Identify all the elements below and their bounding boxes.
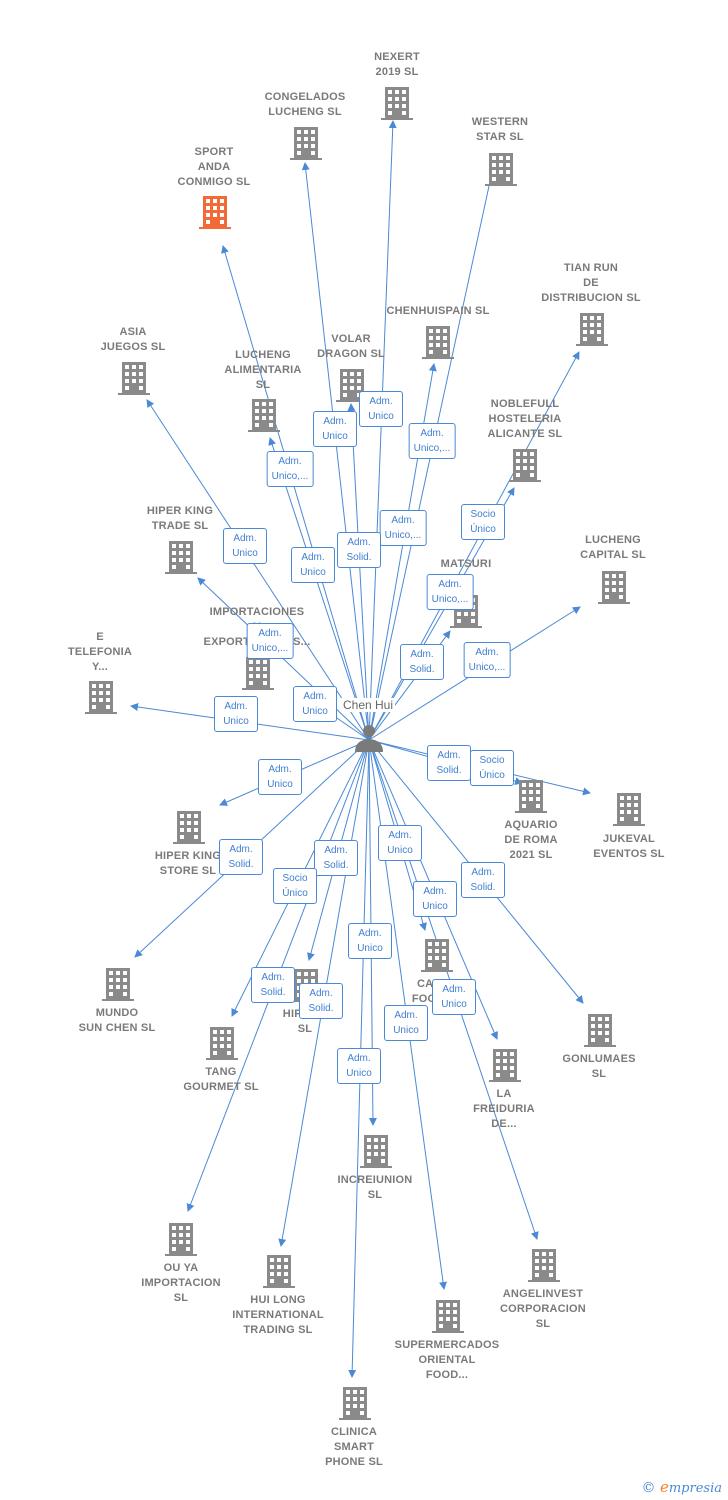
empresia-copyright: © empresia bbox=[642, 1478, 722, 1496]
building-icon[interactable] bbox=[360, 1135, 392, 1168]
building-icon[interactable] bbox=[339, 1387, 371, 1420]
company-label[interactable]: VOLAR DRAGON SL bbox=[317, 333, 385, 360]
company-label[interactable]: HIPER KING TRADE SL bbox=[146, 505, 214, 532]
building-icon[interactable] bbox=[248, 399, 280, 432]
relation-label: Adm. Solid. bbox=[427, 745, 471, 781]
building-icon[interactable] bbox=[102, 968, 134, 1001]
company-label[interactable]: WESTERN STAR SL bbox=[471, 116, 529, 143]
edge-line bbox=[368, 120, 397, 741]
company-label[interactable]: GONLUMAES SL bbox=[562, 1053, 636, 1080]
company-label[interactable]: TIAN RUN DE DISTRIBUCION SL bbox=[541, 262, 641, 304]
building-icon[interactable] bbox=[290, 127, 322, 160]
building-icon[interactable] bbox=[85, 681, 117, 714]
company-label[interactable]: LUCHENG ALIMENTARIA SL bbox=[224, 349, 302, 391]
building-icon[interactable] bbox=[206, 1027, 238, 1060]
company-label[interactable]: TANG GOURMET SL bbox=[183, 1066, 259, 1093]
relation-label: Adm. Solid. bbox=[314, 840, 358, 876]
company-label[interactable]: CHENHUISPAIN SL bbox=[386, 305, 490, 317]
edge-line bbox=[268, 437, 370, 741]
relation-label: Adm. Unico,... bbox=[426, 574, 474, 610]
building-icon[interactable] bbox=[242, 657, 274, 690]
relation-label: Socio Único bbox=[461, 504, 505, 540]
company-label[interactable]: AQUARIO DE ROMA 2021 SL bbox=[504, 819, 558, 861]
building-icon[interactable] bbox=[528, 1249, 560, 1282]
copyright-symbol: © bbox=[641, 1480, 656, 1496]
building-icon[interactable] bbox=[173, 811, 205, 844]
center-person-label[interactable]: Chen Hui bbox=[340, 698, 396, 712]
empresia-logo[interactable]: empresia bbox=[659, 1478, 722, 1496]
relation-label: Adm. Solid. bbox=[251, 967, 295, 1003]
relation-label: Socio Único bbox=[273, 868, 317, 904]
relation-label: Adm. Solid. bbox=[461, 862, 505, 898]
building-icon[interactable] bbox=[598, 571, 630, 604]
company-label[interactable]: CLINICA SMART PHONE SL bbox=[325, 1426, 383, 1468]
relation-label: Adm. Unico bbox=[432, 979, 476, 1015]
company-label[interactable]: INCREIUNION SL bbox=[337, 1174, 413, 1201]
relation-label: Adm. Solid. bbox=[219, 839, 263, 875]
building-icon[interactable] bbox=[165, 1223, 197, 1256]
building-icon[interactable] bbox=[509, 449, 541, 482]
building-icon[interactable] bbox=[515, 780, 547, 813]
company-label[interactable]: ANGELINVEST CORPORACION SL bbox=[500, 1288, 586, 1330]
company-label[interactable]: LUCHENG CAPITAL SL bbox=[580, 534, 646, 561]
relation-label: Adm. Unico,... bbox=[408, 423, 456, 459]
company-label[interactable]: JUKEVAL EVENTOS SL bbox=[593, 833, 665, 860]
company-label[interactable]: E TELEFONIA Y... bbox=[67, 631, 133, 673]
relation-label: Adm. Unico bbox=[291, 547, 335, 583]
relation-label: Adm. Unico bbox=[378, 825, 422, 861]
edge-line bbox=[221, 245, 370, 741]
edge-line bbox=[197, 577, 370, 741]
building-icon[interactable] bbox=[199, 196, 231, 229]
relation-label: Adm. Solid. bbox=[400, 644, 444, 680]
edge-line bbox=[146, 399, 370, 741]
company-label[interactable]: NOBLEFULL HOSTELERIA ALICANTE SL bbox=[487, 398, 563, 440]
building-icon[interactable] bbox=[489, 1049, 521, 1082]
relation-label: Adm. Unico,... bbox=[379, 510, 427, 546]
person-icon[interactable] bbox=[355, 725, 383, 752]
company-label[interactable]: SUPERMERCADOS ORIENTAL FOOD... bbox=[394, 1339, 500, 1381]
relation-label: Adm. Unico,... bbox=[266, 451, 314, 487]
edge-line bbox=[301, 162, 370, 741]
building-icon[interactable] bbox=[118, 362, 150, 395]
company-label[interactable]: HUI LONG INTERNATIONAL TRADING SL bbox=[232, 1294, 324, 1336]
relation-label: Adm. Unico bbox=[359, 391, 403, 427]
building-icon[interactable] bbox=[485, 153, 517, 186]
relation-label: Adm. Unico bbox=[293, 686, 337, 722]
building-icon[interactable] bbox=[432, 1300, 464, 1333]
relation-label: Adm. Solid. bbox=[337, 532, 381, 568]
relation-label: Adm. Unico,... bbox=[246, 623, 294, 659]
relation-label: Adm. Unico,... bbox=[463, 642, 511, 678]
relation-label: Adm. Unico bbox=[214, 696, 258, 732]
relation-label: Adm. Unico bbox=[223, 528, 267, 564]
relation-label: Adm. Unico bbox=[337, 1048, 381, 1084]
relation-label: Adm. Solid. bbox=[299, 983, 343, 1019]
building-icon[interactable] bbox=[422, 326, 454, 359]
relation-label: Adm. Unico bbox=[413, 881, 457, 917]
company-label[interactable]: SPORT ANDA CONMIGO SL bbox=[177, 146, 251, 188]
relation-label: Adm. Unico bbox=[258, 759, 302, 795]
company-label[interactable]: MUNDO SUN CHEN SL bbox=[78, 1007, 156, 1034]
company-label[interactable]: ASIA JUEGOS SL bbox=[100, 326, 166, 353]
company-label[interactable]: HIPER KING STORE SL bbox=[154, 850, 222, 877]
building-icon[interactable] bbox=[584, 1014, 616, 1047]
relation-label: Socio Único bbox=[470, 750, 514, 786]
building-icon[interactable] bbox=[576, 313, 608, 346]
company-label[interactable]: LA FREIDURIA DE... bbox=[473, 1088, 535, 1130]
relation-label: Adm. Unico bbox=[384, 1005, 428, 1041]
building-icon[interactable] bbox=[421, 939, 453, 972]
company-label[interactable]: OU YA IMPORTACION SL bbox=[141, 1262, 221, 1304]
building-icon[interactable] bbox=[165, 541, 197, 574]
building-icon[interactable] bbox=[263, 1255, 295, 1288]
relation-label: Adm. Unico bbox=[348, 923, 392, 959]
company-label[interactable]: CONGELADOS LUCHENG SL bbox=[264, 91, 346, 118]
building-icon[interactable] bbox=[613, 793, 645, 826]
edge-line bbox=[347, 403, 370, 741]
company-label[interactable]: NEXERT 2019 SL bbox=[374, 51, 420, 78]
relation-label: Adm. Unico bbox=[313, 411, 357, 447]
building-icon[interactable] bbox=[381, 87, 413, 120]
